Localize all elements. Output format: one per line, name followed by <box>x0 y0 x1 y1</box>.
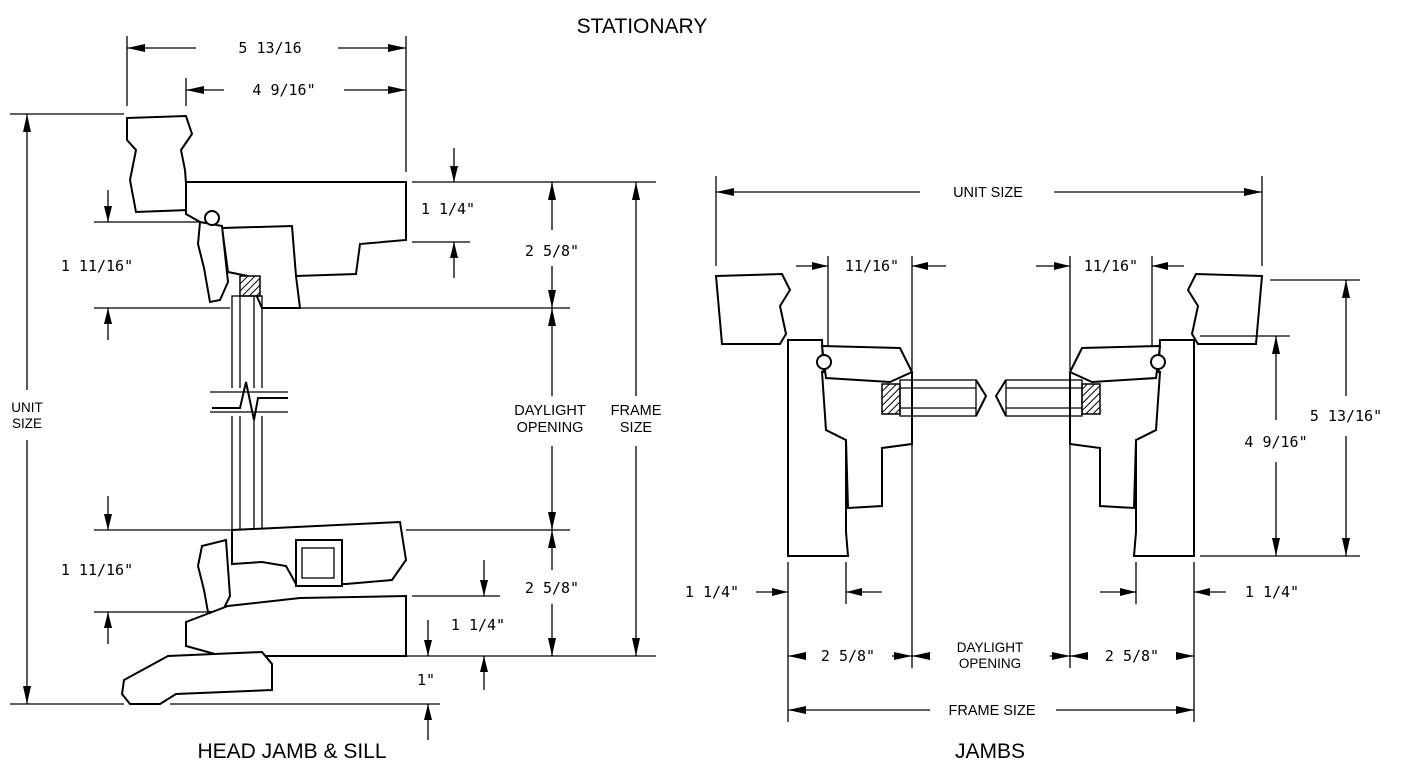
dim-sill-reveal: 1 1/4" <box>451 616 505 634</box>
sill-nose <box>120 650 273 705</box>
left-jamb-weatherstrip <box>816 354 832 370</box>
dim-left-jamb-frame: 2 5/8" <box>821 647 875 665</box>
dim-sill-frame: 2 5/8" <box>525 579 579 597</box>
caption-head-jamb-sill: HEAD JAMB & SILL <box>197 740 386 763</box>
jambs-section <box>714 272 1264 557</box>
dim-jamb-unit-size: UNIT SIZE <box>953 185 1023 201</box>
glass-pane <box>231 295 263 547</box>
sill-frame <box>185 594 407 657</box>
dim-sill-sash: 1 11/16" <box>61 561 133 579</box>
dim-head-reveal: 1 1/4" <box>421 200 475 218</box>
label-unit-size-1: UNIT <box>11 400 43 415</box>
head-interior-trim <box>196 220 230 304</box>
dim-head-sash: 1 11/16" <box>61 257 133 275</box>
dim-head-frame: 2 5/8" <box>525 242 579 260</box>
dim-jamb-overall: 5 13/16" <box>1310 407 1382 425</box>
left-jamb-exterior-trim <box>714 272 792 345</box>
dim-jamb-inner: 4 9/16" <box>1244 433 1307 451</box>
left-jamb-interior-trim <box>820 344 914 384</box>
dim-jamb-frame-size: FRAME SIZE <box>948 703 1035 719</box>
dim-jamb-daylight-1: DAYLIGHT <box>957 640 1024 655</box>
dim-left-jamb-sash: 11/16" <box>845 257 899 275</box>
dim-jamb-daylight-2: OPENING <box>959 656 1021 671</box>
dim-head-overall: 5 13/16 <box>238 39 301 57</box>
head-sash-stop <box>220 224 302 309</box>
label-frame-1: FRAME <box>611 403 662 419</box>
drawing-title: STATIONARY <box>577 15 708 38</box>
label-daylight-2: OPENING <box>517 420 584 436</box>
glass-break-line <box>212 381 288 421</box>
label-unit-size-2: SIZE <box>12 416 42 431</box>
right-jamb-exterior-trim <box>1186 272 1264 345</box>
right-jamb-interior-trim <box>1068 344 1162 384</box>
head-jamb-sill-section <box>120 114 408 705</box>
head-sill-dimensions: 5 13/16 4 9/16" UNIT SIZE 1 11/16" 1 1/4… <box>10 36 662 740</box>
dim-right-jamb-sash: 11/16" <box>1084 257 1138 275</box>
dim-right-jamb-reveal: 1 1/4" <box>1245 583 1299 601</box>
label-frame-2: SIZE <box>620 420 653 436</box>
head-exterior-trim <box>126 114 194 214</box>
sill-interior-trim <box>196 538 232 613</box>
right-jamb-weatherstrip <box>1150 354 1166 370</box>
head-glazing-spacer <box>239 275 261 297</box>
label-daylight-1: DAYLIGHT <box>514 403 586 419</box>
jamb-dimensions: UNIT SIZE 11/16" 11/16" 5 13/16" 4 9/16" <box>685 176 1382 722</box>
head-weatherstrip <box>204 210 220 226</box>
caption-jambs: JAMBS <box>955 740 1025 763</box>
jamb-glass-break-line <box>975 379 988 417</box>
dim-right-jamb-frame: 2 5/8" <box>1105 647 1159 665</box>
dim-left-jamb-reveal: 1 1/4" <box>685 583 739 601</box>
dim-sill-nose: 1" <box>417 671 435 689</box>
dim-head-inner: 4 9/16" <box>252 81 315 99</box>
